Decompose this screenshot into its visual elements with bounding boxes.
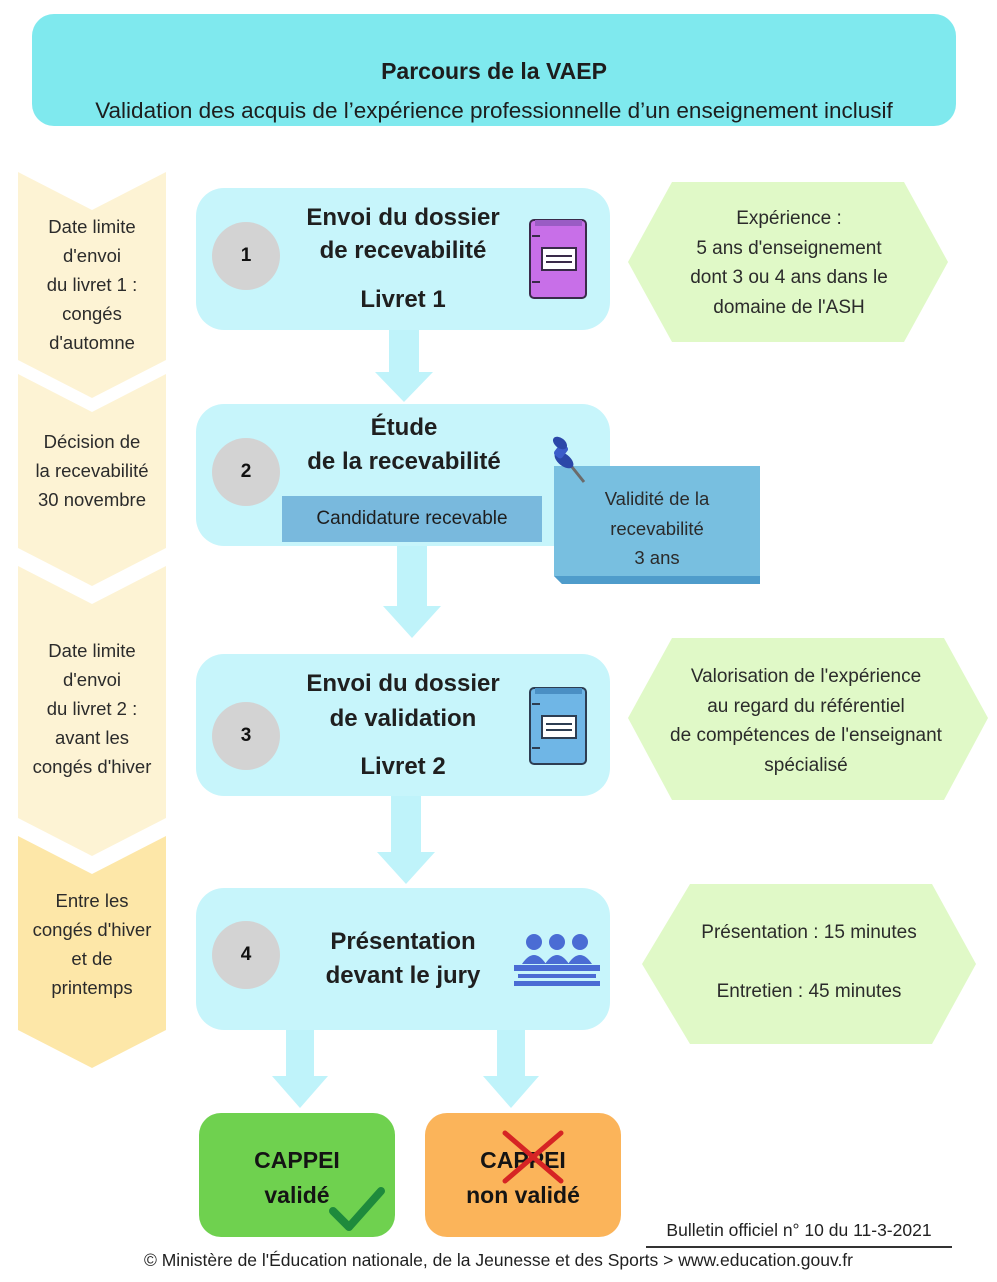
result-valid-line-2: validé — [264, 1182, 330, 1208]
arrow-step2-to-step3 — [383, 546, 441, 638]
note-hexagon-3 — [642, 884, 976, 1044]
validity-note: Validité de la recevabilité 3 ans — [554, 466, 760, 584]
checkmark-icon — [329, 1187, 385, 1231]
arrow-step3-to-step4 — [377, 796, 435, 884]
validity-note-line-1: Validité de la — [604, 488, 710, 509]
step-3-title-line-2: de validation — [329, 705, 477, 732]
blue-binder-icon — [529, 687, 587, 765]
step-2-number: 2 — [212, 438, 280, 506]
result-cappei-valide: CAPPEI validé — [199, 1113, 395, 1237]
step-1-title-line-1: Envoi du dossier — [306, 204, 500, 231]
page-title: Parcours de la VAEP — [381, 58, 607, 84]
jury-icon — [514, 934, 600, 986]
step-1-livret: Livret 1 — [360, 286, 446, 313]
timeline-label-1: Date limite d'envoi du livret 1 : congés… — [46, 216, 138, 353]
step-3-number: 3 — [212, 702, 280, 770]
step-3-livret: Livret 2 — [360, 753, 446, 780]
bulletin-reference: Bulletin officiel n° 10 du 11-3-2021 — [646, 1220, 952, 1248]
validity-note-line-3: 3 ans — [634, 547, 680, 568]
timeline-label-4: Entre les congés d'hiver et de printemps — [32, 890, 152, 998]
validity-note-line-2: recevabilité — [610, 517, 704, 539]
timeline-label-3: Date limite d'envoi du livret 2 : avant … — [32, 640, 152, 777]
step-3-box: 3 Envoi du dossier de validation Livret … — [196, 654, 610, 796]
arrow-step1-to-step2 — [375, 330, 433, 402]
timeline-label-2: Décision de la recevabilité 30 novembre — [35, 431, 149, 510]
footer-copyright: © Ministère de l'Éducation nationale, de… — [143, 1250, 854, 1270]
header-banner: Parcours de la VAEP Validation des acqui… — [32, 14, 956, 126]
step-1-number: 1 — [212, 222, 280, 290]
note-experience: Expérience : 5 ans d'enseignement dont 3… — [690, 208, 888, 318]
step-1-box: 1 Envoi du dossier de recevabilité Livre… — [196, 188, 610, 330]
step-1-title-line-2: de recevabilité — [319, 237, 487, 264]
step-4-box: 4 Présentation devant le jury — [196, 888, 610, 1030]
arrow-step4-to-valid — [272, 1030, 328, 1108]
note-valorisation: Valorisation de l'expérience au regard d… — [670, 666, 942, 776]
note-entretien-duration: Entretien : 45 minutes — [716, 981, 902, 1002]
candidature-recevable-badge: Candidature recevable — [282, 496, 542, 542]
purple-binder-icon — [529, 219, 587, 299]
result-invalid-line-2: non validé — [466, 1182, 580, 1208]
result-valid-line-1: CAPPEI — [254, 1147, 340, 1173]
step-2-title-line-2: de la recevabilité — [307, 448, 501, 475]
step-4-title-line-2: devant le jury — [325, 962, 481, 989]
step-4-number: 4 — [212, 921, 280, 989]
step-2-title-line-1: Étude — [370, 414, 438, 441]
result-cappei-non-valide: CAPPEI non validé — [425, 1113, 621, 1237]
cross-icon — [502, 1130, 564, 1184]
pushpin-icon — [552, 436, 586, 483]
note-presentation-duration: Présentation : 15 minutes — [701, 922, 917, 943]
arrow-step4-to-invalid — [483, 1030, 539, 1108]
page-subtitle: Validation des acquis de l’expérience pr… — [95, 98, 893, 123]
step-3-title-line-1: Envoi du dossier — [306, 670, 500, 697]
step-4-title-line-1: Présentation — [330, 928, 476, 955]
